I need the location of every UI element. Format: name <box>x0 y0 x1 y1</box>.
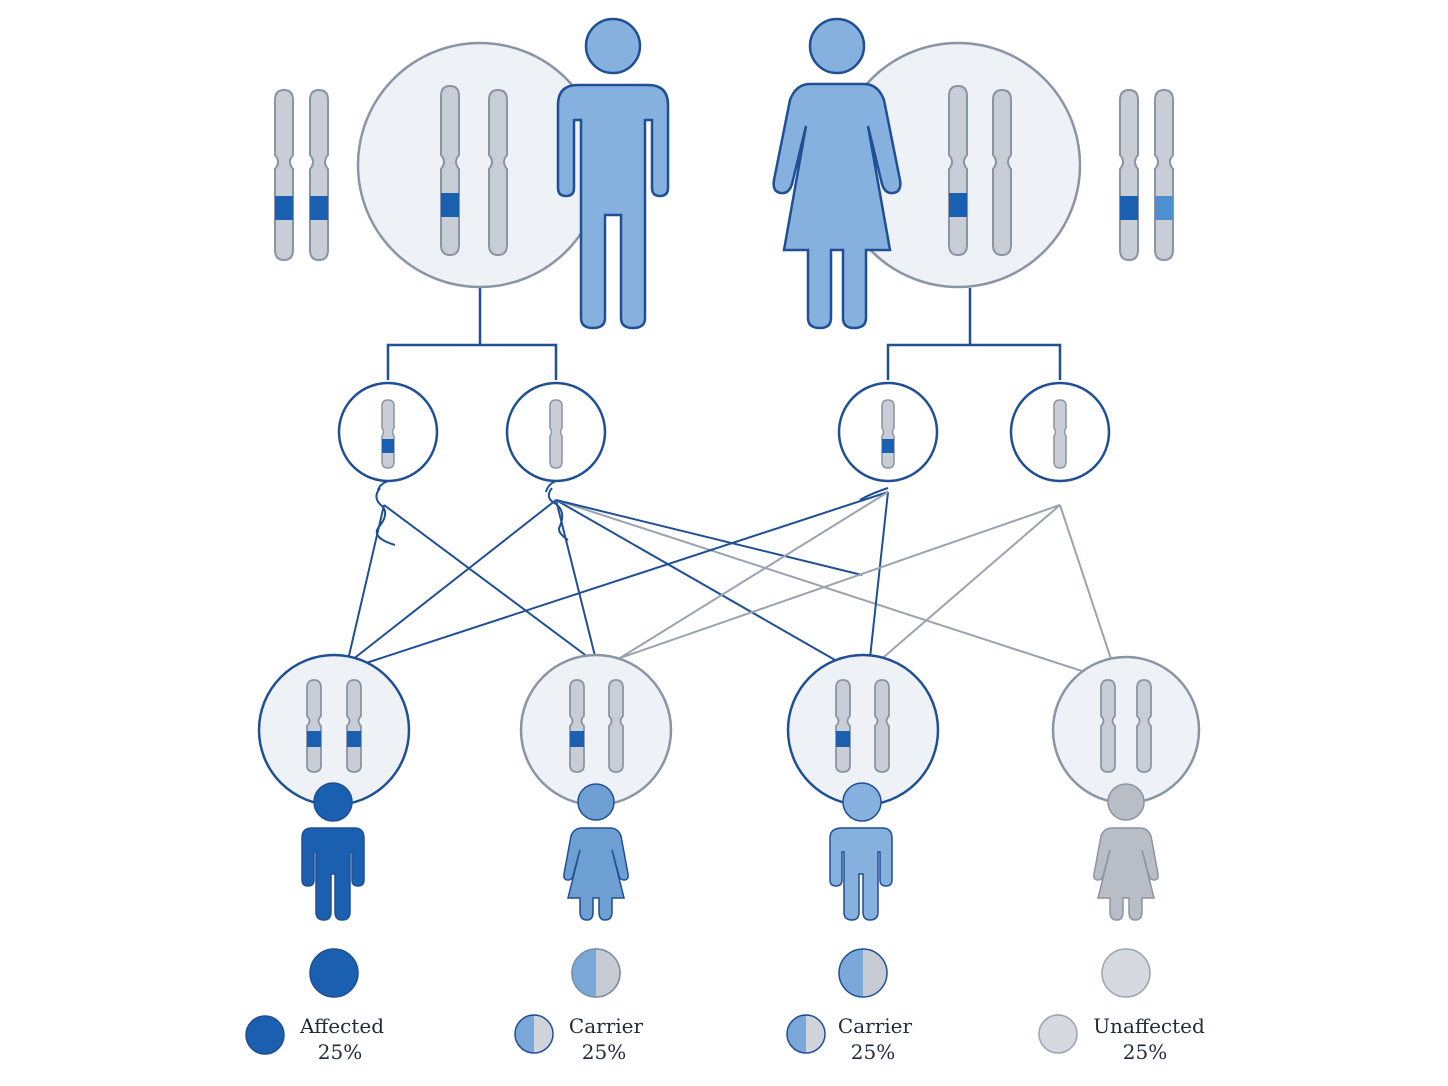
unaffected-swatch-icon <box>1038 1014 1078 1054</box>
chromosome <box>274 88 294 262</box>
chromosome <box>306 679 322 773</box>
genotype-circle <box>1051 655 1201 805</box>
genotype-circle <box>519 653 673 807</box>
male-child-icon <box>301 782 365 921</box>
chromosome <box>948 84 968 257</box>
gamete-mother-normal <box>1009 381 1111 483</box>
status-swatch-icon <box>838 948 888 998</box>
legend-probability: 25% <box>582 1040 626 1064</box>
offspring-affected <box>257 653 411 998</box>
chromosome <box>569 679 585 773</box>
offspring-carrier-male <box>786 653 940 998</box>
chromosome <box>346 679 362 773</box>
status-swatch-icon <box>309 948 359 998</box>
chromosome <box>1136 679 1152 773</box>
gametes <box>337 381 1111 493</box>
mother-figure-icon <box>772 17 902 330</box>
chromosome <box>1100 679 1116 773</box>
legend-item-carrier: Carrier 25% <box>786 1014 913 1064</box>
status-swatch-icon <box>1101 948 1151 998</box>
mutant-band <box>1120 196 1138 220</box>
father-gamete-bracket <box>386 288 558 380</box>
chromosome <box>309 88 329 262</box>
mother-group <box>772 17 1174 330</box>
male-child-icon <box>829 782 893 921</box>
connection-lines <box>347 288 1113 673</box>
legend-item-carrier: Carrier 25% <box>514 1014 644 1064</box>
legend-label: Affected <box>299 1014 384 1038</box>
chromosome <box>1154 88 1174 262</box>
father-group <box>274 17 670 330</box>
father-chromosome-pair-outer <box>274 88 329 262</box>
chromosome <box>488 88 508 257</box>
gamete-father-mutant <box>337 381 439 491</box>
mutant-band <box>949 193 967 217</box>
legend-label: Unaffected <box>1093 1014 1205 1038</box>
legend-probability: 25% <box>318 1040 362 1064</box>
legend-label: Carrier <box>569 1014 644 1038</box>
chromosome <box>608 679 624 773</box>
mother-chromosome-pair-outer <box>1119 88 1174 262</box>
gamete-squiggle <box>375 487 396 546</box>
father-figure-icon <box>556 17 670 330</box>
carrier-swatch-icon <box>514 1014 554 1054</box>
offspring-carrier-female <box>519 653 673 998</box>
mutant-band <box>275 196 293 220</box>
mother-gamete-bracket <box>886 288 1062 380</box>
chromosome <box>835 679 851 773</box>
legend-item-affected: Affected 25% <box>245 1014 384 1064</box>
female-child-icon <box>1093 783 1159 921</box>
affected-swatch-icon <box>245 1015 285 1055</box>
legend-label: Carrier <box>838 1014 913 1038</box>
mutant-band <box>310 196 328 220</box>
gamete-squiggle <box>859 487 889 501</box>
legend-item-unaffected: Unaffected 25% <box>1038 1014 1205 1064</box>
chromosome <box>992 88 1012 257</box>
mutant-band <box>441 193 459 217</box>
legend-probability: 25% <box>851 1040 895 1064</box>
female-child-icon <box>563 783 629 921</box>
gamete-father-normal <box>505 381 607 493</box>
status-swatch-icon <box>571 948 621 998</box>
chromosome <box>874 679 890 773</box>
gamete-squiggle <box>547 487 569 541</box>
mutant-band <box>1155 196 1173 220</box>
chromosome <box>1119 88 1139 262</box>
chromosome <box>440 84 460 257</box>
carrier-swatch-icon <box>786 1014 826 1054</box>
gamete-mother-mutant <box>837 381 939 483</box>
legend: Affected 25% Carrier 25% Carrier 25% Una… <box>245 1014 1205 1064</box>
legend-probability: 25% <box>1123 1040 1167 1064</box>
offspring-unaffected <box>1051 655 1201 998</box>
